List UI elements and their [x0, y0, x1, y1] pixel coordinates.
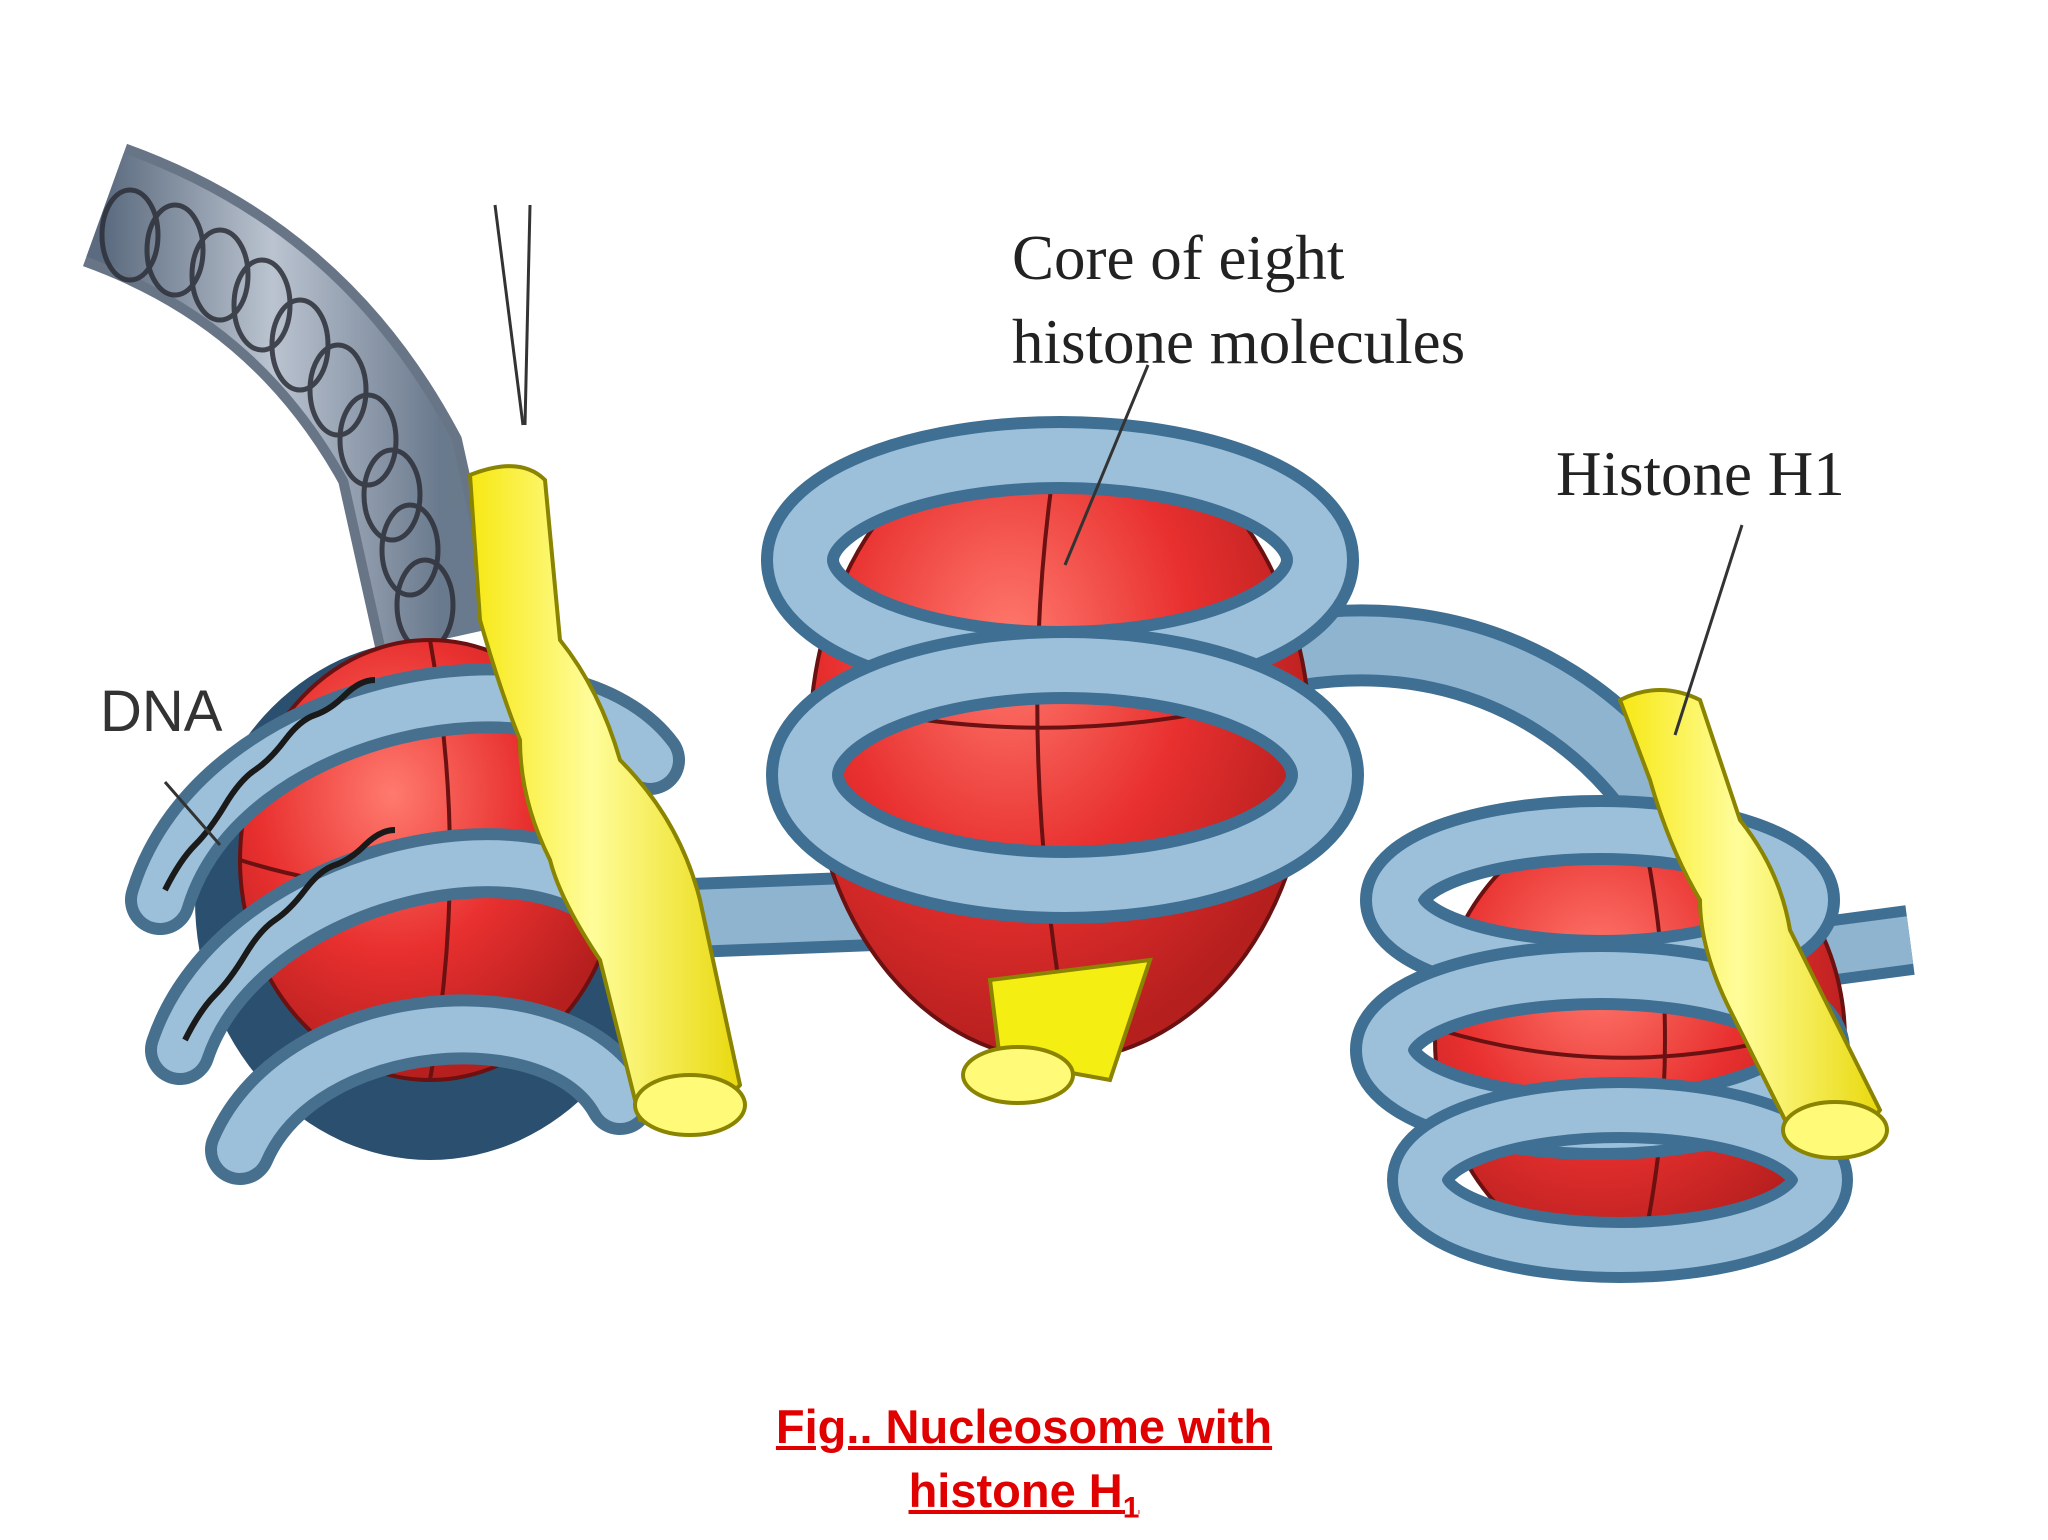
- histone-h1-left: [467, 464, 747, 1137]
- caption-line2-text: histone H: [908, 1464, 1123, 1517]
- label-pointers: [163, 204, 1744, 846]
- dna-label: DNA: [100, 679, 223, 744]
- caption-line2: histone H1: [908, 1464, 1140, 1524]
- caption-subscript: 1: [1122, 1491, 1140, 1525]
- caption-line1: Fig.. Nucleosome with: [775, 1400, 1273, 1453]
- core-histone-label: Core of eight histone molecules: [1012, 216, 1465, 384]
- histone-h1-right: [1617, 688, 1889, 1160]
- chromatin-fiber-upper: [82, 143, 504, 655]
- figure-caption: Fig.. Nucleosome with histone H1: [0, 1395, 2048, 1540]
- core-histone-label-line1: Core of eight: [1012, 223, 1345, 293]
- histone-h1-label: Histone H1: [1556, 439, 1845, 509]
- nucleosome-middle: [761, 416, 1364, 1105]
- core-histone-label-line2: histone molecules: [1012, 307, 1466, 377]
